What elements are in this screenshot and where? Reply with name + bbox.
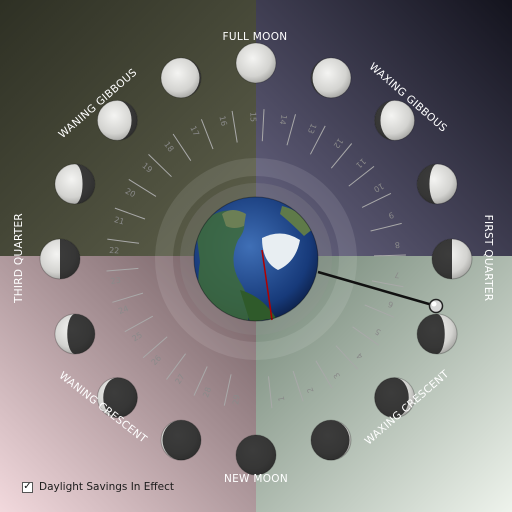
day-number: 8 (394, 240, 400, 249)
day-number: 2 (305, 386, 315, 394)
pointer-handle[interactable] (428, 298, 444, 314)
day-tick (292, 370, 304, 402)
moon-phase-icon (160, 57, 202, 99)
day-number: 23 (110, 276, 121, 286)
moon-phase-icon (39, 238, 81, 280)
day-number: 24 (117, 304, 130, 316)
label-full-moon: FULL MOON (223, 31, 288, 43)
moon-phase-icon (160, 419, 202, 461)
check-icon: ✓ (23, 481, 32, 492)
moon-phase-icon (416, 313, 458, 355)
day-tick (148, 154, 172, 178)
day-tick (107, 238, 140, 244)
day-tick (193, 366, 208, 396)
checkbox-box[interactable]: ✓ (22, 481, 33, 493)
inner-ring (155, 158, 357, 360)
day-number: 4 (355, 351, 365, 361)
moon-phase-icon (310, 419, 352, 461)
day-number: 9 (387, 210, 395, 220)
moon-phase-icon (374, 99, 416, 141)
day-tick (364, 304, 395, 318)
daylight-savings-label: Daylight Savings In Effect (39, 481, 175, 493)
day-tick (124, 315, 154, 333)
moon-phase-ring (39, 42, 473, 476)
day-tick (223, 374, 232, 406)
day-tick (142, 336, 168, 359)
day-number: 22 (109, 246, 120, 256)
day-tick (361, 192, 392, 208)
day-number: 14 (278, 114, 289, 126)
day-tick (330, 143, 353, 169)
day-tick (172, 133, 192, 161)
day-tick (114, 207, 146, 220)
moon-phase-icon (416, 163, 458, 205)
day-tick (268, 376, 273, 409)
day-tick (231, 110, 238, 143)
day-tick (200, 119, 214, 150)
moon-phase-icon (54, 163, 96, 205)
day-number: 15 (248, 112, 257, 122)
day-number: 6 (387, 299, 395, 309)
day-tick (370, 222, 402, 232)
day-number-ring: 1234567891011121314151617181920212223242… (109, 112, 400, 405)
day-number: 16 (217, 115, 228, 127)
day-number: 1 (277, 395, 287, 402)
day-tick-marks (106, 109, 406, 409)
day-tick (352, 326, 379, 346)
label-third-quarter: THIRD QUARTER (13, 213, 25, 304)
moon-phase-icon (235, 42, 277, 84)
moon-phase-icon (431, 238, 473, 280)
day-tick (335, 345, 359, 370)
day-number: 5 (374, 327, 383, 337)
earth-globe (193, 196, 319, 322)
moon-phase-icon (374, 377, 416, 419)
day-number: 13 (306, 122, 318, 135)
day-tick (166, 353, 187, 380)
day-number: 20 (124, 187, 137, 200)
day-tick (286, 114, 296, 146)
day-number: 28 (201, 386, 213, 399)
current-day-pointer[interactable] (317, 270, 437, 308)
moon-phase-icon (96, 377, 138, 419)
moon-phase-icon (54, 313, 96, 355)
day-number: 29 (231, 394, 241, 405)
label-new-moon: NEW MOON (224, 473, 288, 485)
day-tick (112, 292, 144, 303)
day-number: 10 (372, 181, 385, 194)
day-tick (106, 267, 139, 272)
day-number: 21 (113, 215, 125, 226)
day-tick (348, 166, 375, 187)
day-tick (371, 280, 404, 288)
day-tick (261, 109, 265, 142)
day-number: 17 (188, 124, 201, 137)
daylight-savings-checkbox[interactable]: ✓ Daylight Savings In Effect (22, 481, 174, 493)
moon-phase-icon (310, 57, 352, 99)
day-tick (315, 360, 333, 389)
label-first-quarter: FIRST QUARTER (482, 215, 494, 302)
moon-phase-icon (235, 434, 277, 476)
moon-phase-icon (96, 99, 138, 141)
pointer-handle-highlight (431, 301, 437, 307)
day-tick (373, 254, 406, 257)
day-number: 7 (394, 270, 400, 280)
day-number: 3 (332, 371, 342, 380)
day-tick (128, 178, 157, 197)
day-tick (309, 125, 326, 155)
